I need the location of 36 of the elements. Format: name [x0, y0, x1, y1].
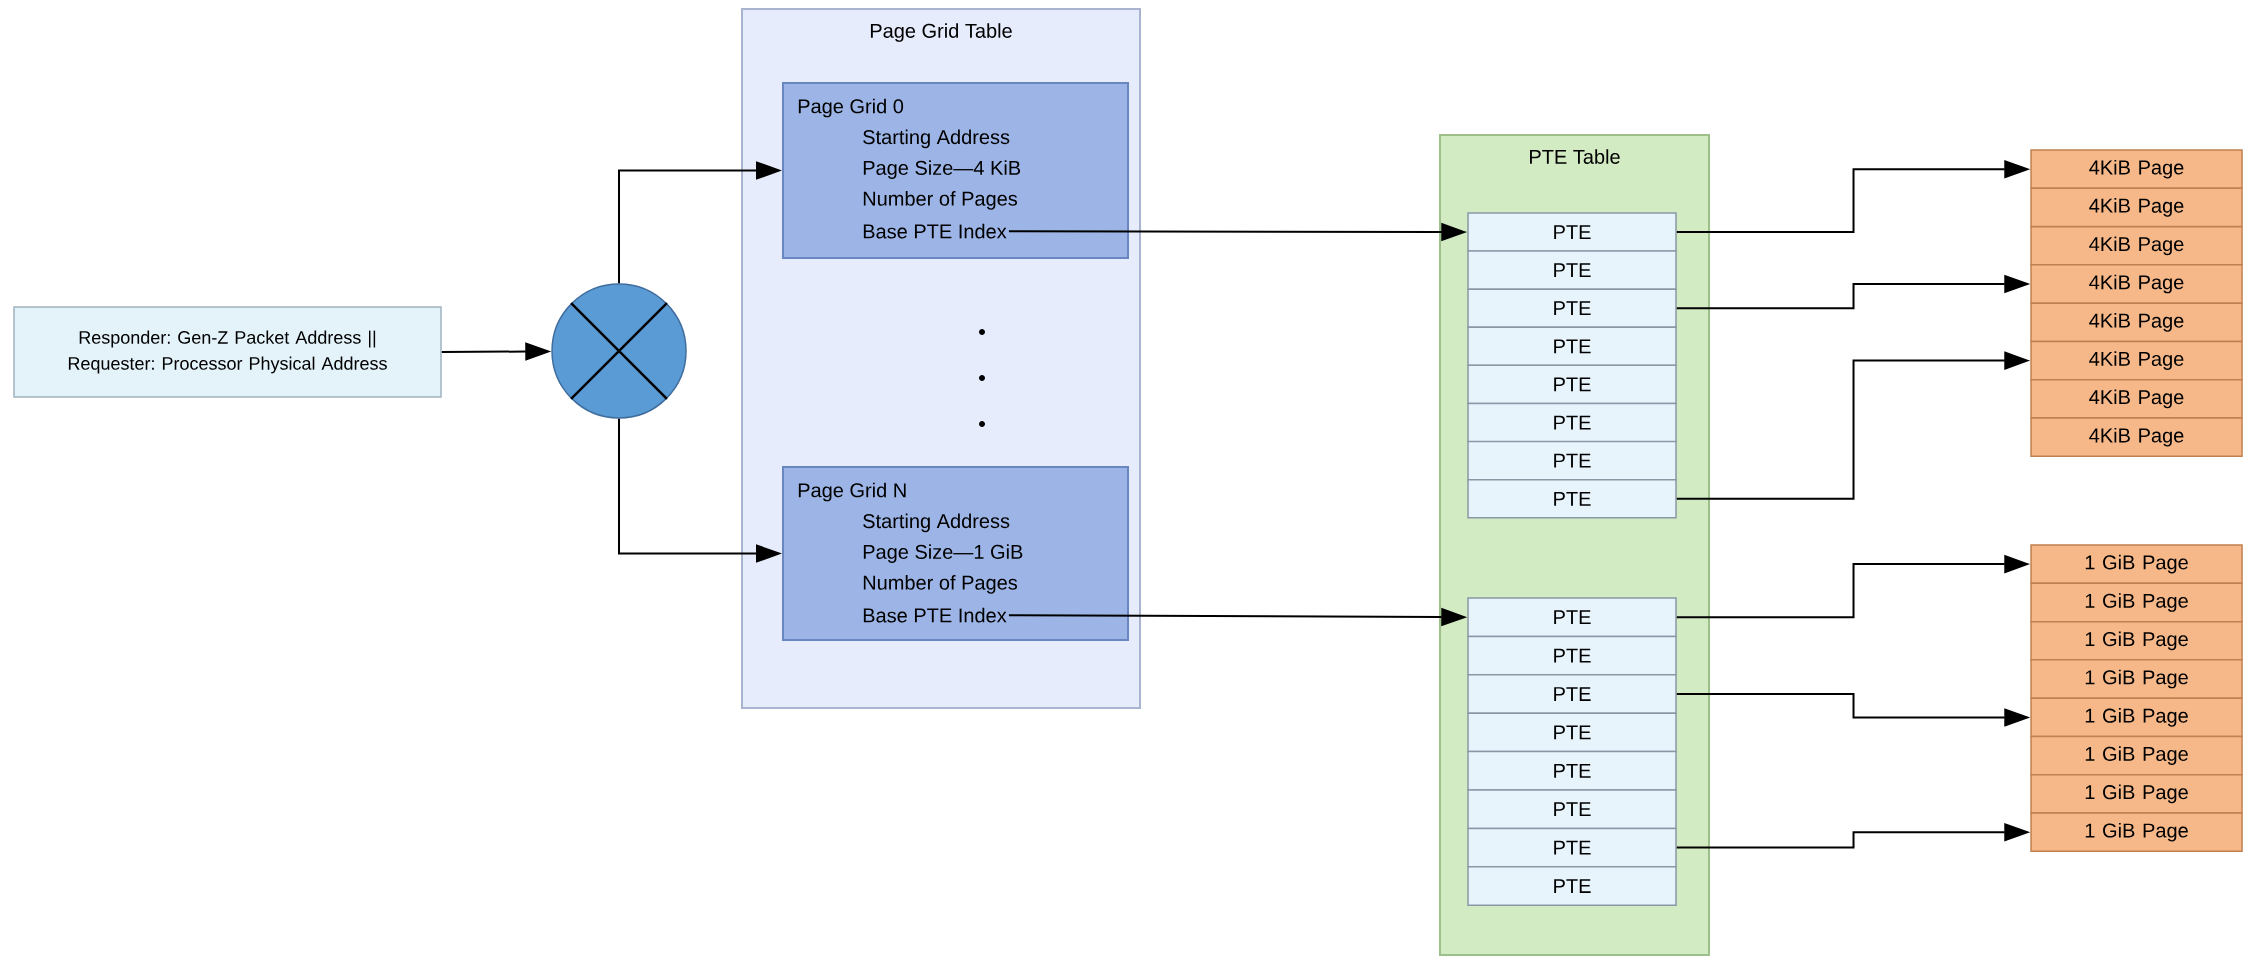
pte-row: PTE: [1467, 866, 1677, 906]
page-box: 4KiB Page: [2030, 187, 2243, 228]
page-box: 4KiB Page: [2030, 149, 2243, 190]
page-box: 4KiB Page: [2030, 379, 2243, 419]
page-box: 1 GiB Page: [2030, 735, 2243, 776]
pte-row: PTE: [1467, 597, 1677, 638]
pte-row: PTE: [1467, 250, 1677, 290]
pte-row: PTE: [1467, 364, 1677, 405]
pte-row: PTE: [1467, 212, 1677, 252]
input-box: Responder: Gen-Z Packet Address || Requester: Processor Physical Address: [13, 306, 442, 398]
page-box: 4KiB Page: [2030, 417, 2243, 458]
pte-row: PTE: [1467, 750, 1677, 791]
pte-row: PTE: [1467, 288, 1677, 328]
pte-row: PTE: [1467, 440, 1677, 481]
page-box: 4KiB Page: [2030, 340, 2243, 381]
page-box: 1 GiB Page: [2030, 582, 2243, 623]
pte-row: PTE: [1467, 827, 1677, 868]
pte-row: PTE: [1467, 326, 1677, 367]
page-box: 1 GiB Page: [2030, 774, 2243, 814]
page-box: 4KiB Page: [2030, 302, 2243, 343]
page-box: 1 GiB Page: [2030, 697, 2243, 738]
page-box: 4KiB Page: [2030, 264, 2243, 304]
pte-row: PTE: [1467, 674, 1677, 714]
page-grid-box: Page Grid N Starting Address Page Size—1 GiB Number of Pages Base PTE Index: [782, 466, 1129, 641]
pte-row: PTE: [1467, 712, 1677, 753]
pte-row: PTE: [1467, 402, 1677, 443]
page-box: 1 GiB Page: [2030, 620, 2243, 661]
page-box: 1 GiB Page: [2030, 659, 2243, 699]
page-grid-box: Page Grid 0 Starting Address Page Size—4 KiB Number of Pages Base PTE Index: [782, 82, 1129, 259]
page-box: 1 GiB Page: [2030, 812, 2243, 853]
pte-row: PTE: [1467, 635, 1677, 676]
page-box: 4KiB Page: [2030, 225, 2243, 266]
page-box: 1 GiB Page: [2030, 544, 2243, 584]
pte-row: PTE: [1467, 789, 1677, 830]
pte-row: PTE: [1467, 479, 1677, 519]
crossed-circle: [551, 283, 687, 419]
